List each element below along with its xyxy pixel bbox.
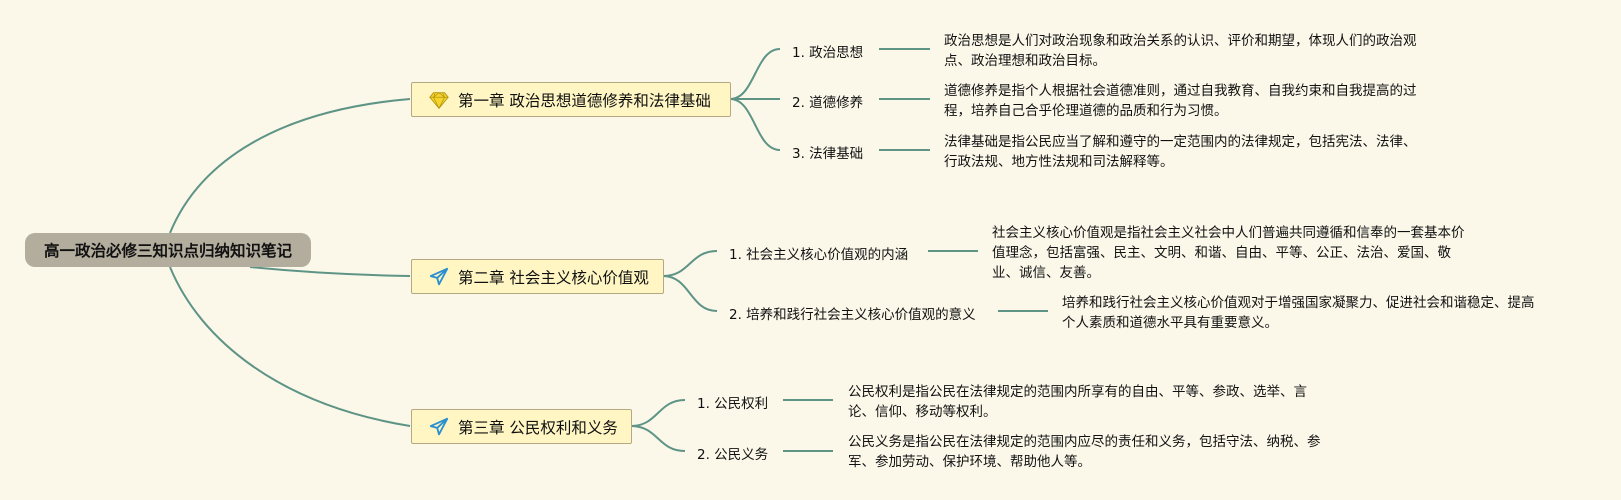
topic-label: 3. 法律基础 [792,146,864,162]
chapter-node-3[interactable]: 第三章 公民权利和义务 [411,409,632,444]
topic-description: 社会主义核心价值观是指社会主义社会中人们普遍共同遵循和信奉的一套基本价 值理念，… [992,223,1465,283]
topic-description: 培养和践行社会主义核心价值观对于增强国家凝聚力、促进社会和谐稳定、提高 个人素质… [1062,293,1535,333]
topic-description: 公民义务是指公民在法律规定的范围内应尽的责任和义务，包括守法、纳税、参 军、参加… [848,432,1321,472]
topic-description: 公民权利是指公民在法律规定的范围内所享有的自由、平等、参政、选举、言 论、信仰、… [848,382,1307,422]
description-line: 道德修养是指个人根据社会道德准则，通过自我教育、自我约束和自我提高的过 [944,83,1417,99]
connector-ch2-item2 [662,275,718,312]
root-title: 高一政治必修三知识点归纳知识笔记 [43,242,292,260]
description-line: 公民权利是指公民在法律规定的范围内所享有的自由、平等、参政、选举、言 [848,384,1307,400]
topic-description: 道德修养是指个人根据社会道德准则，通过自我教育、自我约束和自我提高的过 程，培养… [944,81,1417,121]
topic-label: 2. 道德修养 [792,95,864,111]
topic-label: 2. 公民义务 [697,447,769,463]
topic-node[interactable]: 3. 法律基础 [792,142,863,162]
paper-plane-icon [428,266,450,288]
topic-label: 1. 社会主义核心价值观的内涵 [729,247,909,263]
topic-label: 1. 政治思想 [792,45,864,61]
topic-label: 1. 公民权利 [697,396,769,412]
connector-root-ch2 [249,266,411,277]
root-node[interactable]: 高一政治必修三知识点归纳知识笔记 [25,233,311,267]
chapter-node-2[interactable]: 第二章 社会主义核心价值观 [411,259,664,294]
description-line: 点、政治理想和政治目标。 [944,53,1106,69]
description-line: 培养和践行社会主义核心价值观对于增强国家凝聚力、促进社会和谐稳定、提高 [1062,295,1535,311]
description-line: 值理念，包括富强、民主、文明、和谐、自由、平等、公正、法治、爱国、敬 [992,245,1451,261]
description-line: 个人素质和道德水平具有重要意义。 [1062,315,1278,331]
topic-node[interactable]: 2. 公民义务 [697,443,768,463]
topic-description: 政治思想是人们对政治现象和政治关系的认识、评价和期望，体现人们的政治观 点、政治… [944,31,1417,71]
description-line: 社会主义核心价值观是指社会主义社会中人们普遍共同遵循和信奉的一套基本价 [992,225,1465,241]
chapter-node-1[interactable]: 第一章 政治思想道德修养和法律基础 [411,82,731,117]
topic-node[interactable]: 2. 培养和践行社会主义核心价值观的意义 [729,303,976,323]
description-line: 行政法规、地方性法规和司法解释等。 [944,154,1174,170]
description-line: 程，培养自己合乎伦理道德的品质和行为习惯。 [944,103,1228,119]
description-line: 政治思想是人们对政治现象和政治关系的认识、评价和期望，体现人们的政治观 [944,33,1417,49]
connector-ch3-item1 [630,399,686,427]
chapter-2-title: 第二章 社会主义核心价值观 [458,268,649,287]
connector-ch1-item3 [729,98,781,151]
description-line: 法律基础是指公民应当了解和遵守的一定范围内的法律规定，包括宪法、法律、 [944,134,1417,150]
paper-plane-icon [428,416,450,438]
topic-node[interactable]: 1. 公民权利 [697,392,768,412]
topic-node[interactable]: 2. 道德修养 [792,91,863,111]
description-line: 公民义务是指公民在法律规定的范围内应尽的责任和义务，包括守法、纳税、参 [848,434,1321,450]
topic-node[interactable]: 1. 社会主义核心价值观的内涵 [729,243,908,263]
connector-root-ch1 [169,98,411,234]
description-line: 论、信仰、移动等权利。 [848,404,997,420]
chapter-1-title: 第一章 政治思想道德修养和法律基础 [458,91,711,110]
description-line: 军、参加劳动、保护环境、帮助他人等。 [848,454,1091,470]
connector-ch2-item1 [662,250,718,277]
connector-ch1-item1 [729,48,781,100]
topic-description: 法律基础是指公民应当了解和遵守的一定范围内的法律规定，包括宪法、法律、 行政法规… [944,132,1417,172]
diamond-icon [428,89,450,111]
chapter-3-title: 第三章 公民权利和义务 [458,418,618,437]
topic-node[interactable]: 1. 政治思想 [792,41,863,61]
description-line: 业、诚信、友善。 [992,265,1100,281]
topic-label: 2. 培养和践行社会主义核心价值观的意义 [729,307,976,323]
connector-ch3-item2 [630,425,686,452]
connector-root-ch3 [169,266,411,427]
